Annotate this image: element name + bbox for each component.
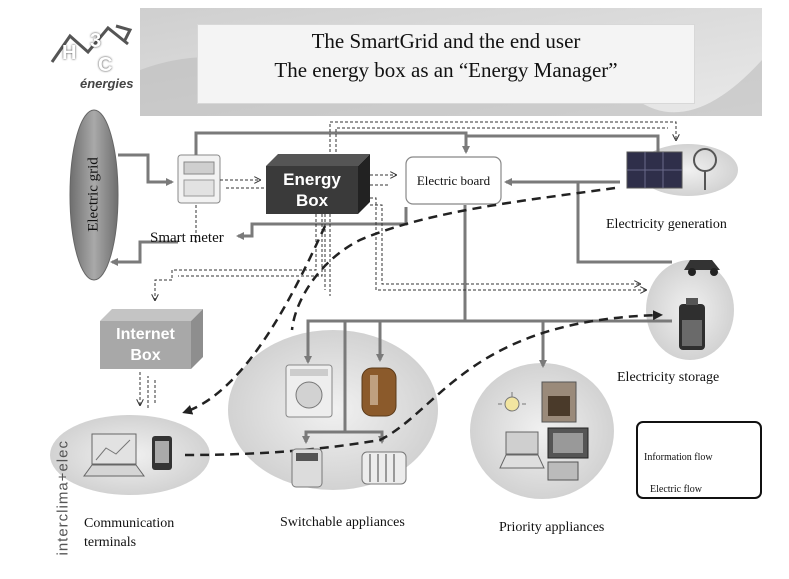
radiator-icon: [361, 451, 407, 485]
communication-terminals-label: Communication terminals: [84, 514, 174, 552]
wind-turbine-icon: [693, 148, 717, 190]
electric-board-label: Electric board: [416, 173, 491, 188]
title-line-2: The energy box as an “Energy Manager”: [274, 58, 618, 82]
logo-letter-c: C: [98, 54, 113, 76]
electricity-storage-label: Electricity storage: [617, 370, 720, 385]
solar-panel-icon: [626, 151, 683, 189]
dehumidifier-icon: [291, 448, 323, 488]
electric-board-shape: [405, 156, 502, 205]
television-icon: [547, 427, 589, 459]
priority-appliances-label: Priority appliances: [499, 520, 605, 535]
energy-box-label: Energy Box: [266, 169, 358, 211]
interclima-logo: interclima+elec: [54, 440, 72, 556]
electric-grid-shape: [69, 109, 119, 281]
internet-box-label-line-2: Box: [130, 347, 161, 364]
electricity-generation-label: Electricity generation: [606, 217, 727, 232]
laptop-icon: [499, 431, 545, 469]
smart-meter-icon: [177, 154, 221, 204]
legend-box: [636, 421, 762, 499]
electric-flow-lines: [110, 131, 672, 444]
washing-machine-icon: [285, 364, 333, 418]
battery-icon: [679, 298, 705, 350]
h3c-logo: [50, 24, 133, 63]
electric-car-icon: [684, 260, 720, 276]
internet-box-label: Internet Box: [100, 324, 191, 366]
energy-box-label-line-1: Energy: [283, 170, 341, 189]
internet-box-shape: [100, 309, 203, 369]
water-heater-icon: [361, 367, 397, 417]
internet-box-label-line-1: Internet: [116, 326, 175, 343]
energy-box-label-line-2: Box: [295, 191, 329, 210]
communication-terminals-line-2: terminals: [84, 535, 137, 550]
legend-electric-label: Electric flow: [650, 484, 702, 495]
oven-icon: [541, 381, 577, 423]
information-flow-lines: [140, 121, 676, 408]
cash-register-icon: [547, 461, 579, 481]
communication-terminals-line-1: Communication: [84, 516, 175, 531]
switchable-appliances-label: Switchable appliances: [280, 515, 405, 530]
title-box: The SmartGrid and the end user The energ…: [197, 24, 695, 104]
terminal-laptop-icon: [83, 433, 145, 477]
logo-letter-h: H: [62, 42, 77, 64]
title-line-1: The SmartGrid and the end user: [311, 29, 581, 53]
logo-letter-3: 3: [90, 30, 102, 52]
energy-box-shape: [266, 154, 370, 214]
communication-curves: [182, 186, 663, 457]
lamp-icon: [498, 392, 526, 412]
legend-information-label: Information flow: [644, 452, 713, 463]
smartphone-icon: [152, 436, 172, 470]
logo-text: énergies: [80, 76, 134, 91]
electric-grid-label: Electric grid: [85, 157, 102, 232]
smart-meter-label: Smart meter: [150, 230, 224, 246]
